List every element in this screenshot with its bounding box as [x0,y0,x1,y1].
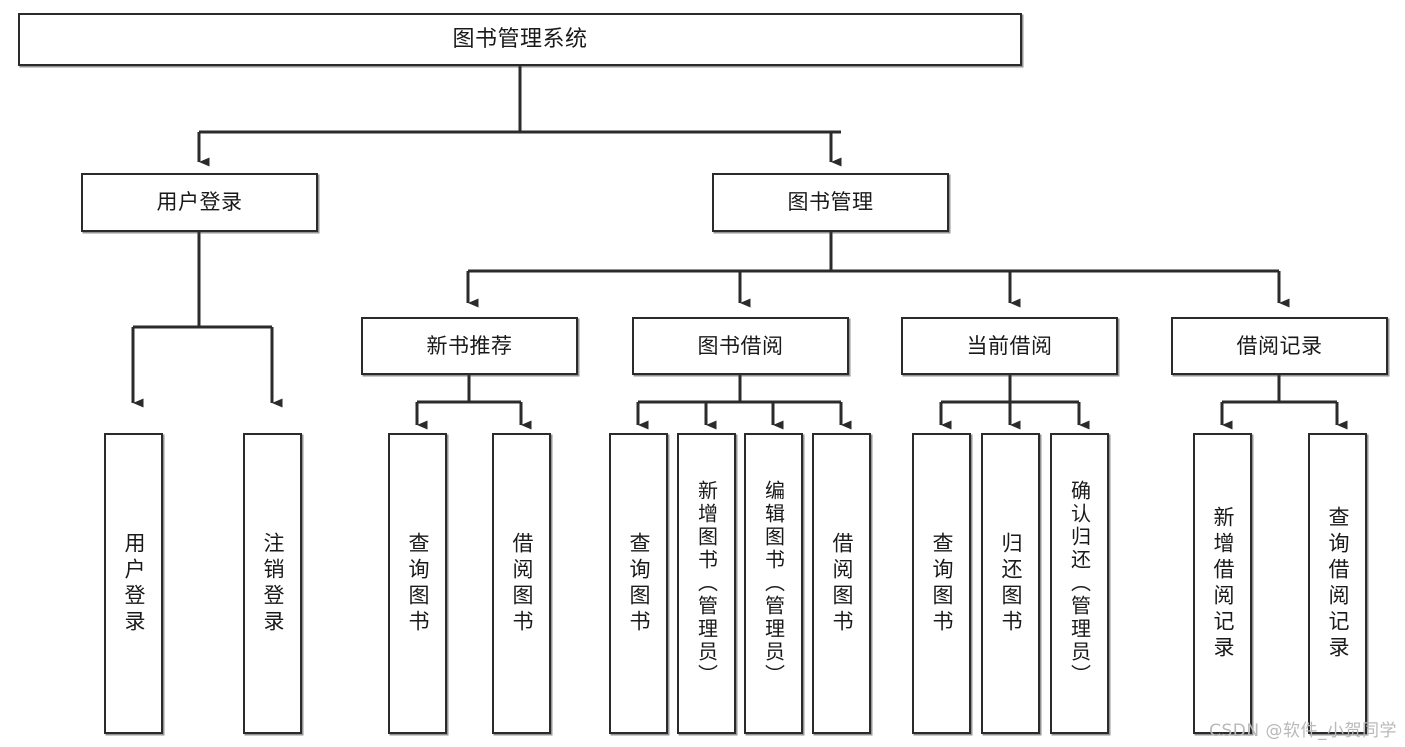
leaf-add-borrow-record[interactable]: 新增借阅记录 [1193,433,1252,734]
node-label: 查询图书 [930,531,954,636]
leaf-borrow-book-borrow[interactable]: 借阅图书 [812,433,871,734]
node-label: 新书推荐 [426,333,513,358]
node-label: 归还图书 [999,531,1023,636]
leaf-query-borrow-record[interactable]: 查询借阅记录 [1308,433,1367,734]
node-label: 新增图书（管理员） [694,480,719,687]
node-label: 用户登录 [122,531,146,636]
node-label: 借阅图书 [510,531,534,636]
leaf-query-book-current[interactable]: 查询图书 [912,433,971,734]
leaf-user-login[interactable]: 用户登录 [104,433,163,734]
node-label: 图书借阅 [697,333,784,358]
leaf-borrow-book-recommend[interactable]: 借阅图书 [492,433,551,734]
node-book-borrow[interactable]: 图书借阅 [632,317,849,375]
node-label: 查询借阅记录 [1326,505,1350,662]
csdn-watermark: CSDN @软件_小贺同学 [1209,721,1397,741]
node-borrow-record[interactable]: 借阅记录 [1171,317,1388,375]
leaf-edit-book-admin[interactable]: 编辑图书（管理员） [744,433,803,734]
node-new-book-recommend[interactable]: 新书推荐 [361,317,578,375]
leaf-query-book-recommend[interactable]: 查询图书 [388,433,447,734]
node-root-system[interactable]: 图书管理系统 [18,13,1022,66]
node-label: 确认归还（管理员） [1067,480,1092,687]
node-user-login[interactable]: 用户登录 [81,173,318,232]
node-label: 编辑图书（管理员） [761,480,786,687]
node-label: 借阅记录 [1236,333,1323,358]
node-book-management[interactable]: 图书管理 [712,173,949,232]
node-label: 当前借阅 [966,333,1053,358]
leaf-add-book-admin[interactable]: 新增图书（管理员） [677,433,736,734]
node-label: 查询图书 [406,531,430,636]
leaf-query-book-borrow[interactable]: 查询图书 [609,433,668,734]
node-label: 借阅图书 [830,531,854,636]
leaf-logout-login[interactable]: 注销登录 [243,433,302,734]
node-label: 用户登录 [156,190,243,215]
leaf-return-book[interactable]: 归还图书 [981,433,1040,734]
node-label: 新增借阅记录 [1211,505,1235,662]
node-label: 图书管理 [787,190,874,215]
leaf-confirm-return-admin[interactable]: 确认归还（管理员） [1050,433,1109,734]
node-label: 查询图书 [627,531,651,636]
node-label: 注销登录 [261,531,285,636]
node-label: 图书管理系统 [452,26,588,52]
node-current-borrow[interactable]: 当前借阅 [901,317,1118,375]
